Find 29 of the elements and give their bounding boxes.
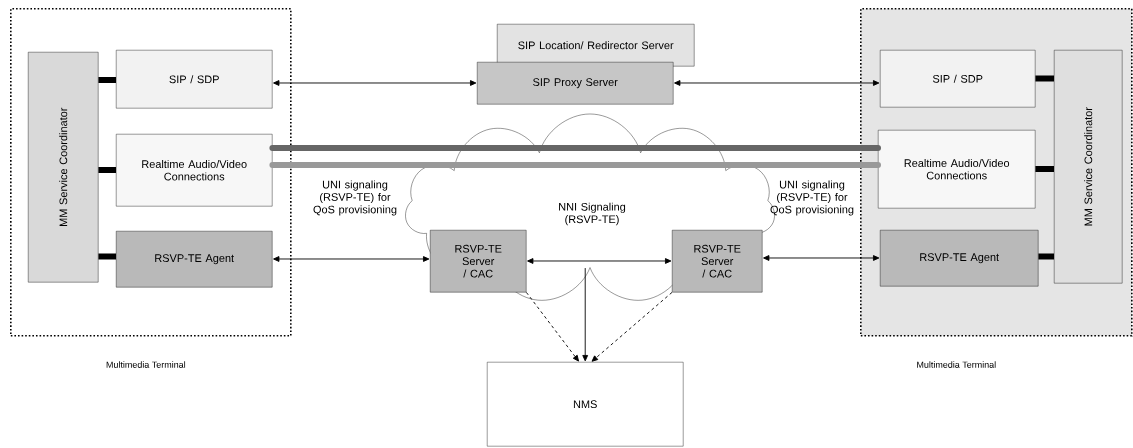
annotation-text: UNI signaling (RSVP-TE) for QoS provisioning (313, 180, 397, 216)
pipe (269, 162, 881, 168)
dashed-arrow (591, 291, 673, 362)
process-box: Realtime Audio/Video Connections (878, 130, 1036, 209)
arrow (763, 255, 880, 261)
connector-bar (1038, 253, 1054, 260)
arrow (273, 80, 477, 86)
process-box: SIP Location/ Redirector Server (497, 24, 695, 67)
process-box: SIP / SDP (880, 50, 1036, 108)
pipe (269, 145, 881, 151)
process-box: Realtime Audio/Video Connections (116, 134, 273, 207)
arrow (674, 80, 880, 86)
node-label: Multimedia Terminal (917, 361, 996, 368)
process-box: SIP / SDP (116, 50, 273, 109)
server-box: RSVP-TE Server / CAC (430, 230, 527, 293)
arrow (582, 267, 589, 362)
node-label: Multimedia Terminal (106, 361, 186, 368)
coordinator-bar: MM Service Coordinator (28, 52, 99, 283)
connector-bar (1035, 75, 1054, 82)
process-box: RSVP-TE Agent (880, 230, 1039, 287)
arrow (527, 258, 672, 264)
process-box: SIP Proxy Server (477, 62, 674, 105)
process-box: RSVP-TE Agent (116, 231, 273, 288)
nms-box: NMS (487, 362, 684, 447)
arrow (273, 256, 430, 262)
server-box: RSVP-TE Server / CAC (672, 230, 763, 293)
coordinator-bar: MM Service Coordinator (1054, 50, 1123, 284)
connector-bar (1035, 166, 1054, 172)
dashed-arrow (525, 291, 579, 362)
